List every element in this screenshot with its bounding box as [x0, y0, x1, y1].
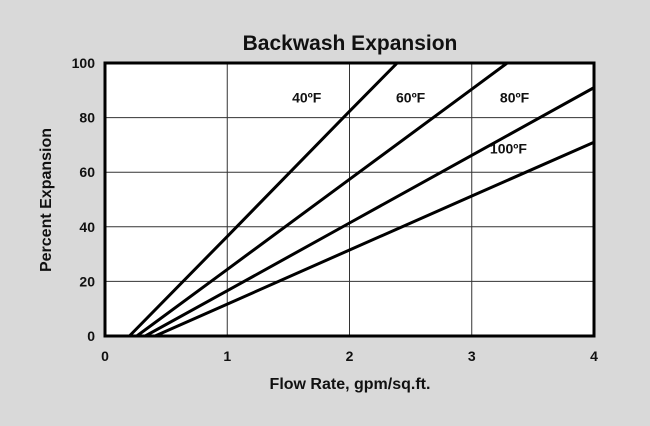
series-label: 60ºF	[396, 90, 426, 106]
x-axis-label: Flow Rate, gpm/sq.ft.	[270, 376, 431, 393]
y-tick-label: 60	[79, 164, 95, 180]
series-label: 100ºF	[490, 141, 527, 157]
y-tick-label: 100	[72, 55, 96, 71]
series-label: 80ºF	[500, 90, 530, 106]
x-tick-label: 1	[223, 348, 231, 364]
x-tick-label: 4	[590, 348, 598, 364]
plot-frame	[103, 61, 596, 338]
plot-area: 0 20 40 60 80 100 0 1 2 3 4 40ºF 60ºF 80ºF 100ºF	[72, 55, 598, 364]
series-line	[135, 63, 509, 336]
chart-title: Backwash Expansion	[243, 32, 458, 55]
y-tick-label: 0	[87, 328, 95, 344]
x-tick-label: 3	[468, 348, 476, 364]
y-tick-label: 40	[79, 219, 95, 235]
y-tick-label: 80	[79, 110, 95, 126]
x-tick-label: 0	[101, 348, 109, 364]
series-line	[144, 86, 594, 336]
series-line	[154, 140, 594, 336]
y-tick-label: 20	[79, 273, 95, 289]
series-line	[128, 63, 399, 336]
y-axis-label: Percent Expansion	[38, 128, 55, 272]
x-tick-label: 2	[346, 348, 354, 364]
series-label: 40ºF	[292, 90, 322, 106]
